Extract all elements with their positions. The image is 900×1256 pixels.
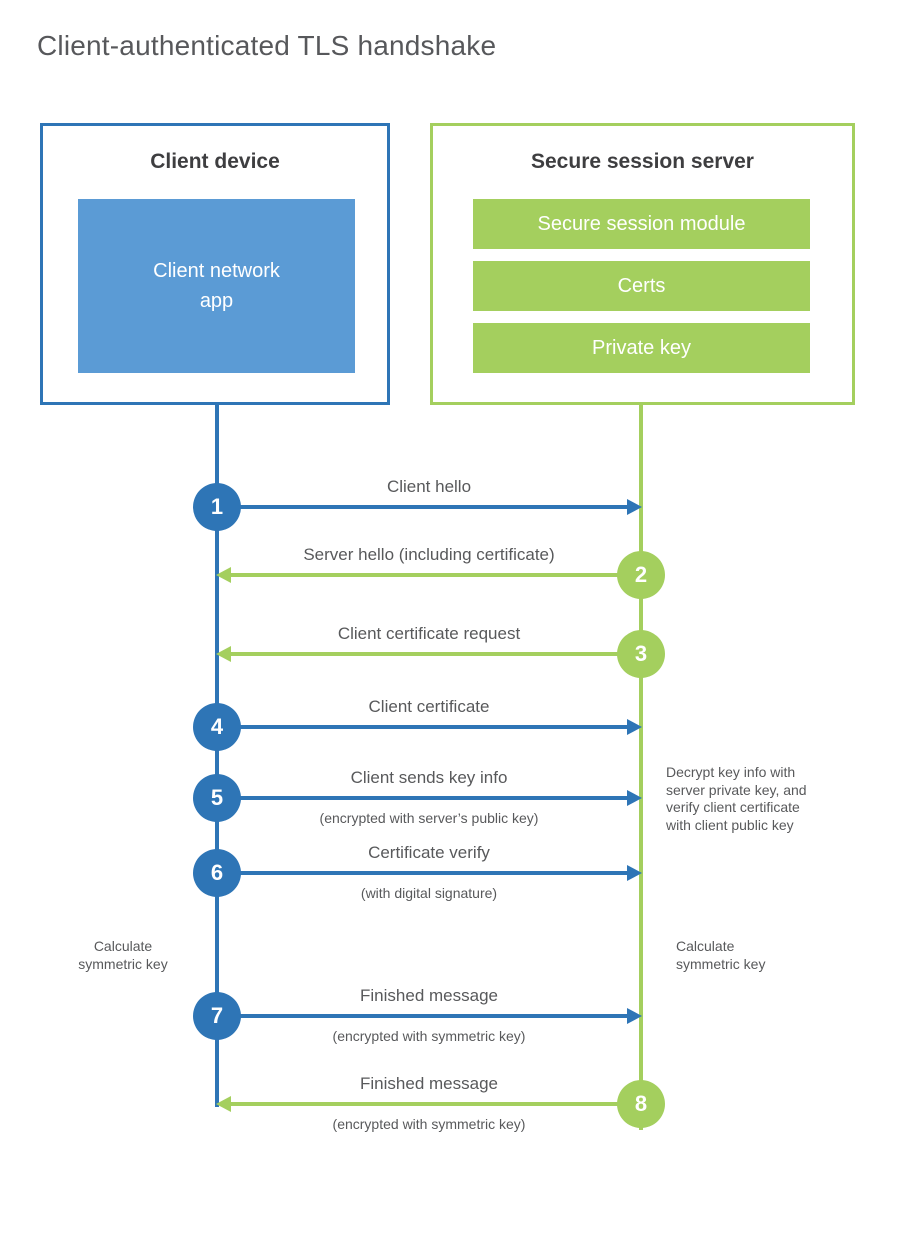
decrypt-key-note: Decrypt key info with server private key… (666, 764, 807, 833)
step-1-arrowhead-icon (627, 499, 642, 515)
step-6: 6 Certificate verify (with digital signa… (0, 829, 900, 925)
step-4-arrow (217, 725, 627, 729)
step-6-arrow (217, 871, 627, 875)
step-5-arrow (217, 796, 627, 800)
step-3-arrow (231, 652, 641, 656)
step-8-badge: 8 (617, 1080, 665, 1128)
calculate-symmetric-key-server-note: Calculate symmetric key (676, 938, 766, 972)
step-7-sublabel: (encrypted with symmetric key) (332, 1028, 526, 1044)
step-7-label: Finished message (360, 986, 498, 1005)
step-2: 2 Server hello (including certificate) (0, 531, 900, 627)
step-1-arrow (217, 505, 627, 509)
step-2-badge: 2 (617, 551, 665, 599)
step-8-sublabel: (encrypted with symmetric key) (332, 1116, 526, 1132)
calculate-symmetric-key-client-note: Calculate symmetric key (78, 938, 168, 972)
step-4-arrowhead-icon (627, 719, 642, 735)
server-module-private-key: Private key (473, 323, 810, 373)
step-7-arrow (217, 1014, 627, 1018)
server-module-secure-session: Secure session module (473, 199, 810, 249)
server-title: Secure session server (531, 150, 754, 173)
step-6-arrowhead-icon (627, 865, 642, 881)
step-6-badge: 6 (193, 849, 241, 897)
step-7: 7 Finished message (encrypted with symme… (0, 972, 900, 1068)
step-3: 3 Client certificate request (0, 610, 900, 706)
step-7-arrowhead-icon (627, 1008, 642, 1024)
step-6-sublabel: (with digital signature) (360, 885, 498, 901)
client-network-app-module: Client network app (78, 199, 355, 373)
step-4-label: Client certificate (368, 697, 490, 716)
step-6-label: Certificate verify (368, 843, 490, 862)
step-2-arrow (231, 573, 641, 577)
page-title: Client-authenticated TLS handshake (37, 30, 497, 61)
step-4-badge: 4 (193, 703, 241, 751)
step-3-badge: 3 (617, 630, 665, 678)
step-5: 5 Client sends key info (encrypted with … (0, 754, 900, 850)
server-lifeline (639, 404, 643, 1130)
step-1-label: Client hello (386, 477, 472, 496)
server-module-certs: Certs (473, 261, 810, 311)
client-device-title: Client device (150, 150, 280, 173)
step-5-badge: 5 (193, 774, 241, 822)
step-1: 1 Client hello (0, 463, 900, 559)
step-8-arrowhead-icon (216, 1096, 231, 1112)
step-3-arrowhead-icon (216, 646, 231, 662)
step-8-arrow (231, 1102, 641, 1106)
step-1-badge: 1 (193, 483, 241, 531)
step-5-arrowhead-icon (627, 790, 642, 806)
step-3-label: Client certificate request (337, 624, 521, 643)
step-2-label: Server hello (including certificate) (303, 545, 555, 564)
step-5-label: Client sends key info (350, 768, 508, 787)
step-5-sublabel: (encrypted with server’s public key) (319, 810, 539, 826)
client-lifeline (215, 404, 219, 1107)
step-4: 4 Client certificate (0, 683, 900, 779)
step-8-label: Finished message (360, 1074, 498, 1093)
step-2-arrowhead-icon (216, 567, 231, 583)
step-8: 8 Finished message (encrypted with symme… (0, 1060, 900, 1156)
step-7-badge: 7 (193, 992, 241, 1040)
